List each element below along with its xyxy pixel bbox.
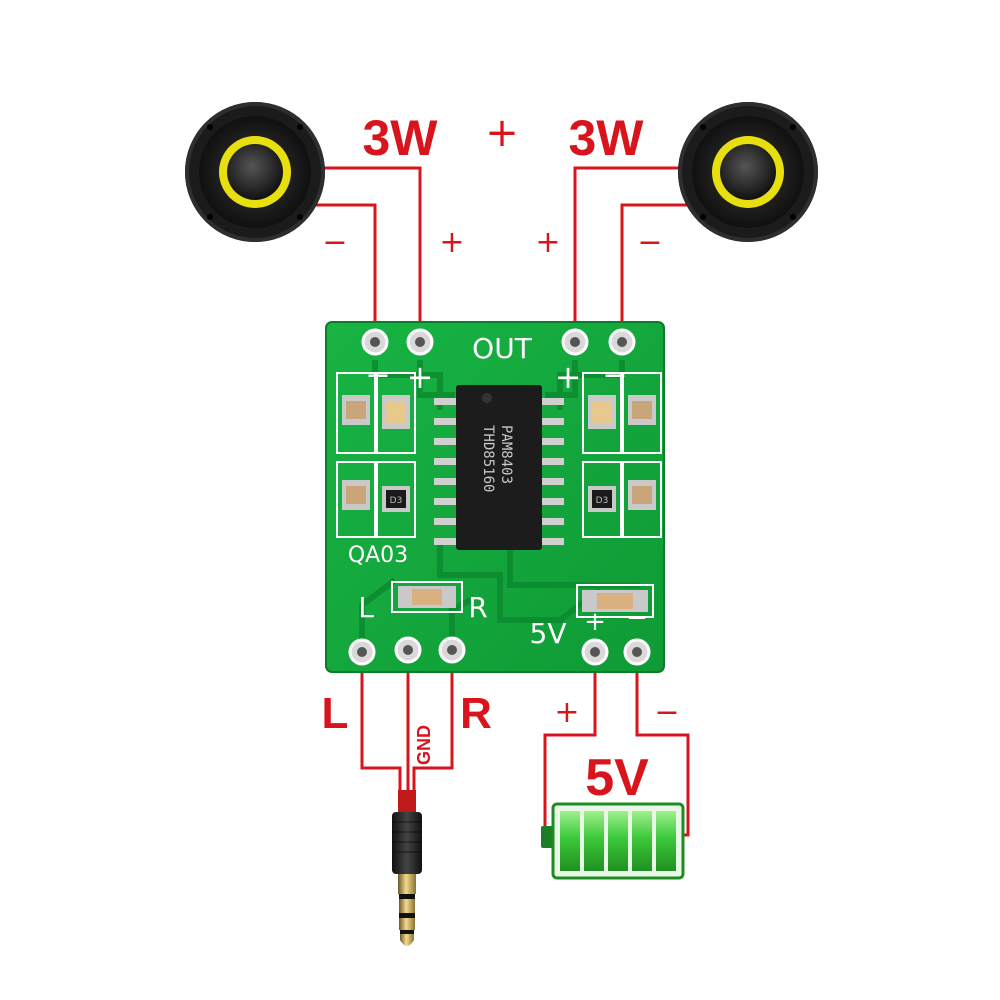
board-in-left-label: L: [358, 591, 374, 624]
battery-minus-sign: −: [654, 695, 679, 730]
left-speaker-power-label: 3W: [363, 110, 439, 166]
top-center-plus-sign: +: [485, 110, 519, 156]
board-model-label: QA03: [348, 543, 408, 568]
wire-power-minus: [635, 655, 690, 837]
input-gnd-label: GND: [414, 725, 434, 765]
wire-input-right: [412, 655, 454, 790]
speaker-icon: [678, 102, 818, 242]
wire-left-speaker-plus: [300, 166, 422, 340]
right-speaker-power-label: 3W: [569, 110, 645, 166]
amplifier-board: OUT − + + − QA03 L R 5V + − D: [325, 321, 665, 673]
wires: [300, 166, 700, 837]
battery-icon: [541, 802, 685, 880]
chip-label-line2: THD85160: [480, 425, 496, 492]
battery-voltage-label: 5V: [585, 749, 649, 807]
board-power-label: 5V: [530, 617, 567, 650]
wire-right-speaker-plus: [573, 166, 700, 340]
board-out-left-plus: +: [407, 358, 434, 396]
input-power-pads: [348, 636, 651, 666]
diode-left-label: D3: [390, 496, 403, 506]
input-right-label: R: [460, 689, 492, 738]
board-out-right-plus: +: [555, 358, 582, 396]
output-pads: [361, 328, 636, 356]
input-left-label: L: [322, 689, 349, 738]
right-plus-sign: +: [535, 225, 560, 260]
speaker-icon: [185, 102, 325, 242]
smd-components-right: D3: [588, 395, 656, 512]
left-plus-sign: +: [439, 225, 464, 260]
board-in-right-label: R: [468, 591, 487, 624]
wire-right-speaker-minus: [620, 203, 700, 340]
left-minus-sign: −: [322, 225, 347, 260]
wire-input-left: [360, 655, 402, 790]
amplifier-chip: PAM8403 THD85160: [434, 385, 564, 550]
board-power-plus: +: [584, 607, 606, 637]
audio-jack-icon: [392, 790, 422, 946]
wire-left-speaker-minus: [310, 203, 377, 340]
battery-plus-sign: +: [554, 695, 579, 730]
diode-right-label: D3: [596, 496, 609, 506]
smd-components-left: D3: [342, 395, 410, 512]
chip-label-line1: PAM8403: [498, 425, 514, 484]
board-out-label: OUT: [472, 332, 533, 365]
right-minus-sign: −: [637, 225, 662, 260]
